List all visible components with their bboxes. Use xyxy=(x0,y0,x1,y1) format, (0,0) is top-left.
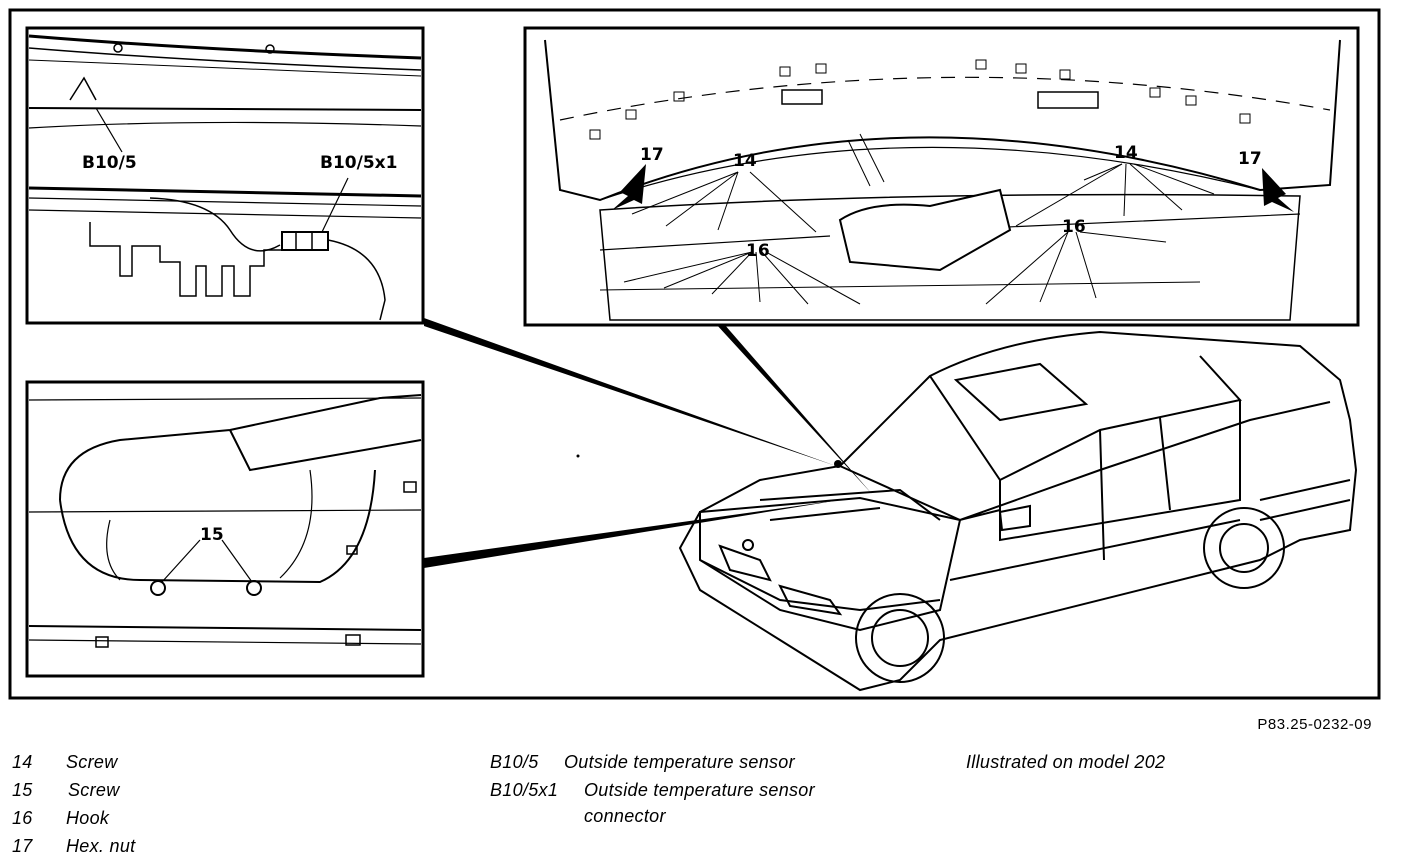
legend-label-16: Hook xyxy=(66,808,110,828)
callout-14-left: 14 xyxy=(733,151,757,171)
legend-num-16: 16 xyxy=(12,808,33,828)
leader-to-hood xyxy=(716,324,872,494)
arrow-17-left xyxy=(612,164,646,210)
legend-code-b10-5-label: Outside temperature sensor xyxy=(564,752,795,772)
callout-b10-5x1: B10/5x1 xyxy=(320,153,397,173)
legend-num-15: 15 xyxy=(12,780,33,800)
legend-code-b10-5x1-label: Outside temperature sensor xyxy=(584,780,815,800)
legend-code-b10-5x1-label2: connector xyxy=(584,806,666,826)
legend-code-b10-5: B10/5 xyxy=(490,752,539,772)
legend-label-15: Screw xyxy=(68,780,120,800)
legend-num-14: 14 xyxy=(12,752,33,772)
legend-note: Illustrated on model 202 xyxy=(966,752,1166,772)
inset-cover: 15 xyxy=(25,380,425,678)
callout-16-left: 16 xyxy=(746,241,770,261)
leader-to-sensor xyxy=(424,318,836,466)
sensor-icon xyxy=(834,460,842,468)
car-illustration xyxy=(678,330,1358,692)
arrow-17-right xyxy=(1262,168,1294,212)
inset-sensor: B10/5 B10/5x1 xyxy=(25,26,425,325)
callout-15: 15 xyxy=(200,525,224,545)
hood-panel-illustration: 17 14 14 17 16 16 xyxy=(523,26,1360,327)
outer-frame xyxy=(8,8,1381,700)
legend-label-17: Hex. nut xyxy=(66,836,136,856)
leader-to-cover xyxy=(424,500,840,568)
legend-code-b10-5x1: B10/5x1 xyxy=(490,780,559,800)
callout-17-left: 17 xyxy=(640,145,664,165)
legend-num-17: 17 xyxy=(12,836,33,856)
callout-16-right: 16 xyxy=(1062,217,1086,237)
callout-14-right: 14 xyxy=(1114,143,1138,163)
callout-b10-5: B10/5 xyxy=(82,153,137,173)
figure-reference: P83.25-0232-09 xyxy=(1257,716,1372,733)
legend-label-14: Screw xyxy=(66,752,118,772)
connector-icon xyxy=(281,231,329,251)
callout-17-right: 17 xyxy=(1238,149,1262,169)
